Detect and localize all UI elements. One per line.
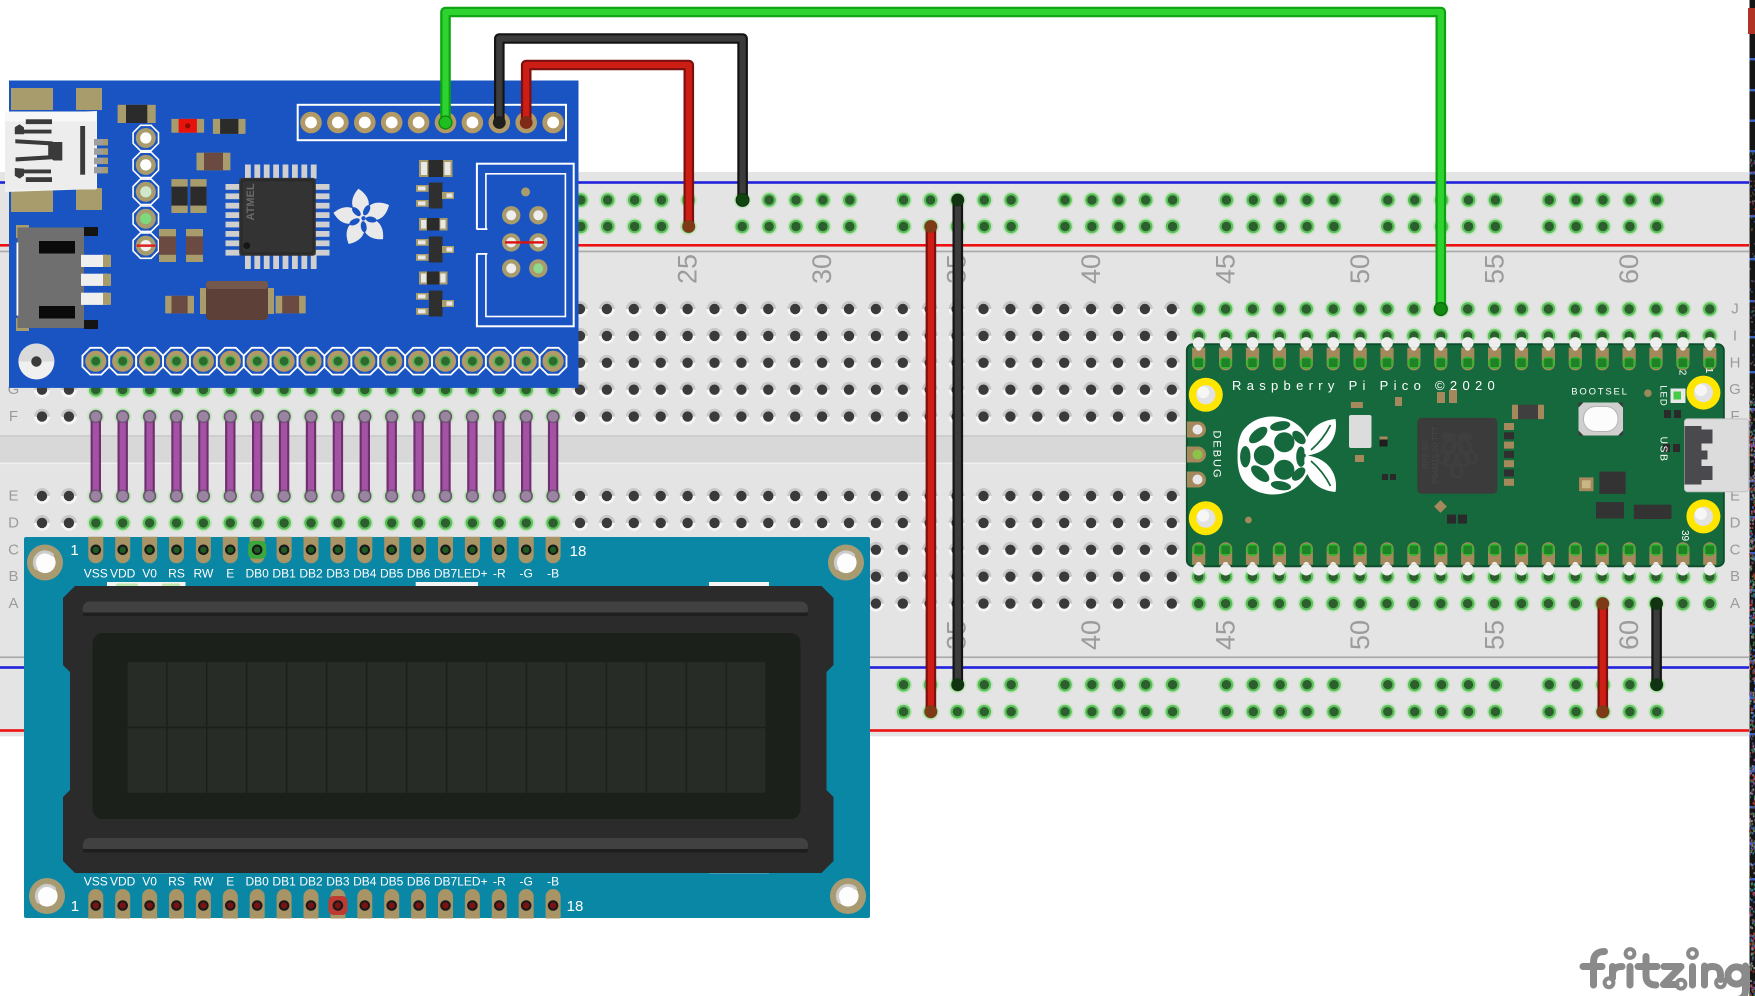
svg-text:DB0: DB0 <box>246 567 270 581</box>
svg-text:-B: -B <box>547 567 559 581</box>
svg-text:J: J <box>1731 301 1739 318</box>
svg-text:DB1: DB1 <box>272 875 296 889</box>
svg-text:60: 60 <box>1614 254 1644 284</box>
svg-text:D: D <box>8 514 19 531</box>
svg-text:E: E <box>226 875 234 889</box>
svg-text:D: D <box>1730 514 1741 531</box>
svg-text:I: I <box>1733 327 1737 344</box>
svg-text:39: 39 <box>1679 530 1690 542</box>
svg-text:A: A <box>8 595 18 612</box>
svg-text:VDD: VDD <box>110 875 136 889</box>
svg-text:USB: USB <box>1658 436 1670 462</box>
svg-text:DB6: DB6 <box>407 875 431 889</box>
svg-text:B: B <box>1730 568 1740 585</box>
svg-text:LED+: LED+ <box>457 875 487 889</box>
svg-text:18: 18 <box>567 898 584 915</box>
svg-text:DB4: DB4 <box>353 567 377 581</box>
svg-text:25: 25 <box>673 254 703 284</box>
svg-text:-G: -G <box>520 567 533 581</box>
svg-text:-G: -G <box>520 875 533 889</box>
svg-text:ATMEL: ATMEL <box>245 183 257 220</box>
svg-text:P64M15.00 TTT: P64M15.00 TTT <box>1431 426 1440 484</box>
svg-text:DB1: DB1 <box>272 567 296 581</box>
svg-text:VSS: VSS <box>84 567 108 581</box>
svg-text:55: 55 <box>1480 254 1510 284</box>
svg-text:55: 55 <box>1480 620 1510 650</box>
svg-text:F: F <box>1730 408 1739 425</box>
svg-text:18: 18 <box>570 543 587 560</box>
svg-text:2: 2 <box>1677 370 1688 376</box>
svg-text:E: E <box>1730 488 1740 505</box>
svg-text:VSS: VSS <box>84 875 108 889</box>
svg-text:-R: -R <box>493 567 506 581</box>
svg-text:DB3: DB3 <box>326 875 350 889</box>
svg-text:A: A <box>1730 595 1740 612</box>
svg-text:H: H <box>1730 354 1741 371</box>
svg-text:1: 1 <box>71 898 79 915</box>
svg-text:RW: RW <box>194 875 214 889</box>
svg-text:RW: RW <box>194 567 214 581</box>
svg-text:DB5: DB5 <box>380 567 404 581</box>
svg-text:DB2: DB2 <box>299 567 323 581</box>
svg-text:-R: -R <box>493 875 506 889</box>
svg-text:E: E <box>226 567 234 581</box>
svg-text:E: E <box>8 488 18 505</box>
svg-text:-B: -B <box>547 875 559 889</box>
svg-text:DB4: DB4 <box>353 875 377 889</box>
svg-text:G: G <box>1729 381 1741 398</box>
svg-text:LED: LED <box>1658 385 1669 406</box>
svg-text:DB5: DB5 <box>380 875 404 889</box>
svg-text:1: 1 <box>70 542 78 559</box>
svg-text:V0: V0 <box>142 875 157 889</box>
svg-text:C: C <box>1730 541 1741 558</box>
svg-text:LED+: LED+ <box>457 567 487 581</box>
svg-text:1: 1 <box>1703 368 1714 374</box>
svg-text:BOOTSEL: BOOTSEL <box>1571 387 1628 398</box>
svg-text:40: 40 <box>1076 620 1106 650</box>
svg-text:RS: RS <box>168 567 185 581</box>
svg-text:DB7: DB7 <box>434 875 458 889</box>
svg-text:30: 30 <box>807 254 837 284</box>
svg-text:45: 45 <box>1211 254 1241 284</box>
svg-text:DEBUG: DEBUG <box>1211 430 1223 479</box>
svg-text:DB0: DB0 <box>246 875 270 889</box>
svg-text:DB3: DB3 <box>326 567 350 581</box>
svg-text:VDD: VDD <box>110 567 136 581</box>
svg-text:50: 50 <box>1345 620 1375 650</box>
svg-text:60: 60 <box>1614 620 1644 650</box>
svg-text:45: 45 <box>1211 620 1241 650</box>
svg-text:V0: V0 <box>142 567 157 581</box>
svg-text:Raspberry Pi Pico ©2020: Raspberry Pi Pico ©2020 <box>1232 378 1500 393</box>
svg-text:50: 50 <box>1345 254 1375 284</box>
svg-text:RP2-B0: RP2-B0 <box>1421 440 1430 469</box>
svg-text:G: G <box>8 381 20 398</box>
svg-text:B: B <box>8 568 18 585</box>
svg-text:F: F <box>9 408 18 425</box>
svg-text:DB7: DB7 <box>434 567 458 581</box>
svg-text:RS: RS <box>168 875 185 889</box>
svg-text:40: 40 <box>1076 254 1106 284</box>
svg-text:DB2: DB2 <box>299 875 323 889</box>
svg-text:DB6: DB6 <box>407 567 431 581</box>
svg-text:C: C <box>8 541 19 558</box>
